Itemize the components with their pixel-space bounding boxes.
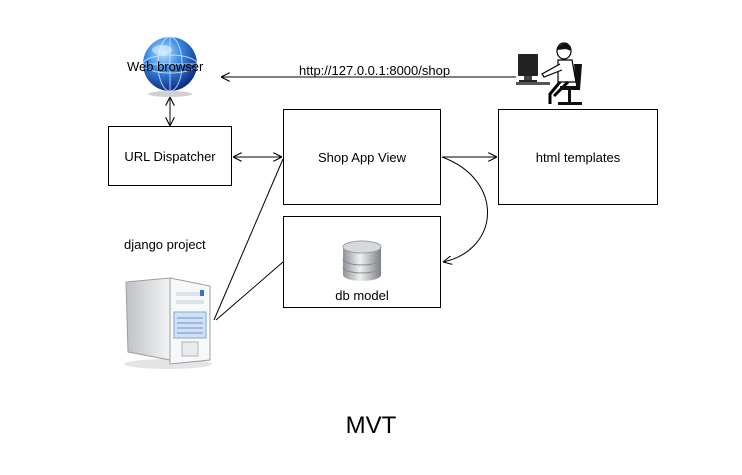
- django-project-label: django project: [124, 237, 206, 252]
- web-browser-label: Web browser: [127, 59, 204, 74]
- db-model-label: db model: [335, 288, 389, 303]
- view-model-arrow: [441, 156, 488, 262]
- url-dispatcher-label: URL Dispatcher: [124, 148, 216, 164]
- shop-app-view-box: Shop App View: [283, 109, 441, 205]
- diagram-caption: MVT: [345, 412, 397, 439]
- project-view-line: [213, 158, 284, 321]
- database-icon: [342, 240, 382, 281]
- project-model-line: [215, 261, 284, 321]
- html-templates-label: html templates: [535, 149, 621, 165]
- person-at-computer-icon: [516, 42, 582, 105]
- db-model-box: db model: [283, 216, 441, 308]
- url-dispatcher-box: URL Dispatcher: [108, 126, 232, 186]
- request-url-label: http://127.0.0.1:8000/shop: [299, 63, 451, 78]
- globe-icon: [142, 36, 198, 97]
- server-tower-icon: [124, 277, 212, 369]
- html-templates-box: html templates: [498, 109, 658, 205]
- shop-app-view-label: Shop App View: [318, 149, 406, 165]
